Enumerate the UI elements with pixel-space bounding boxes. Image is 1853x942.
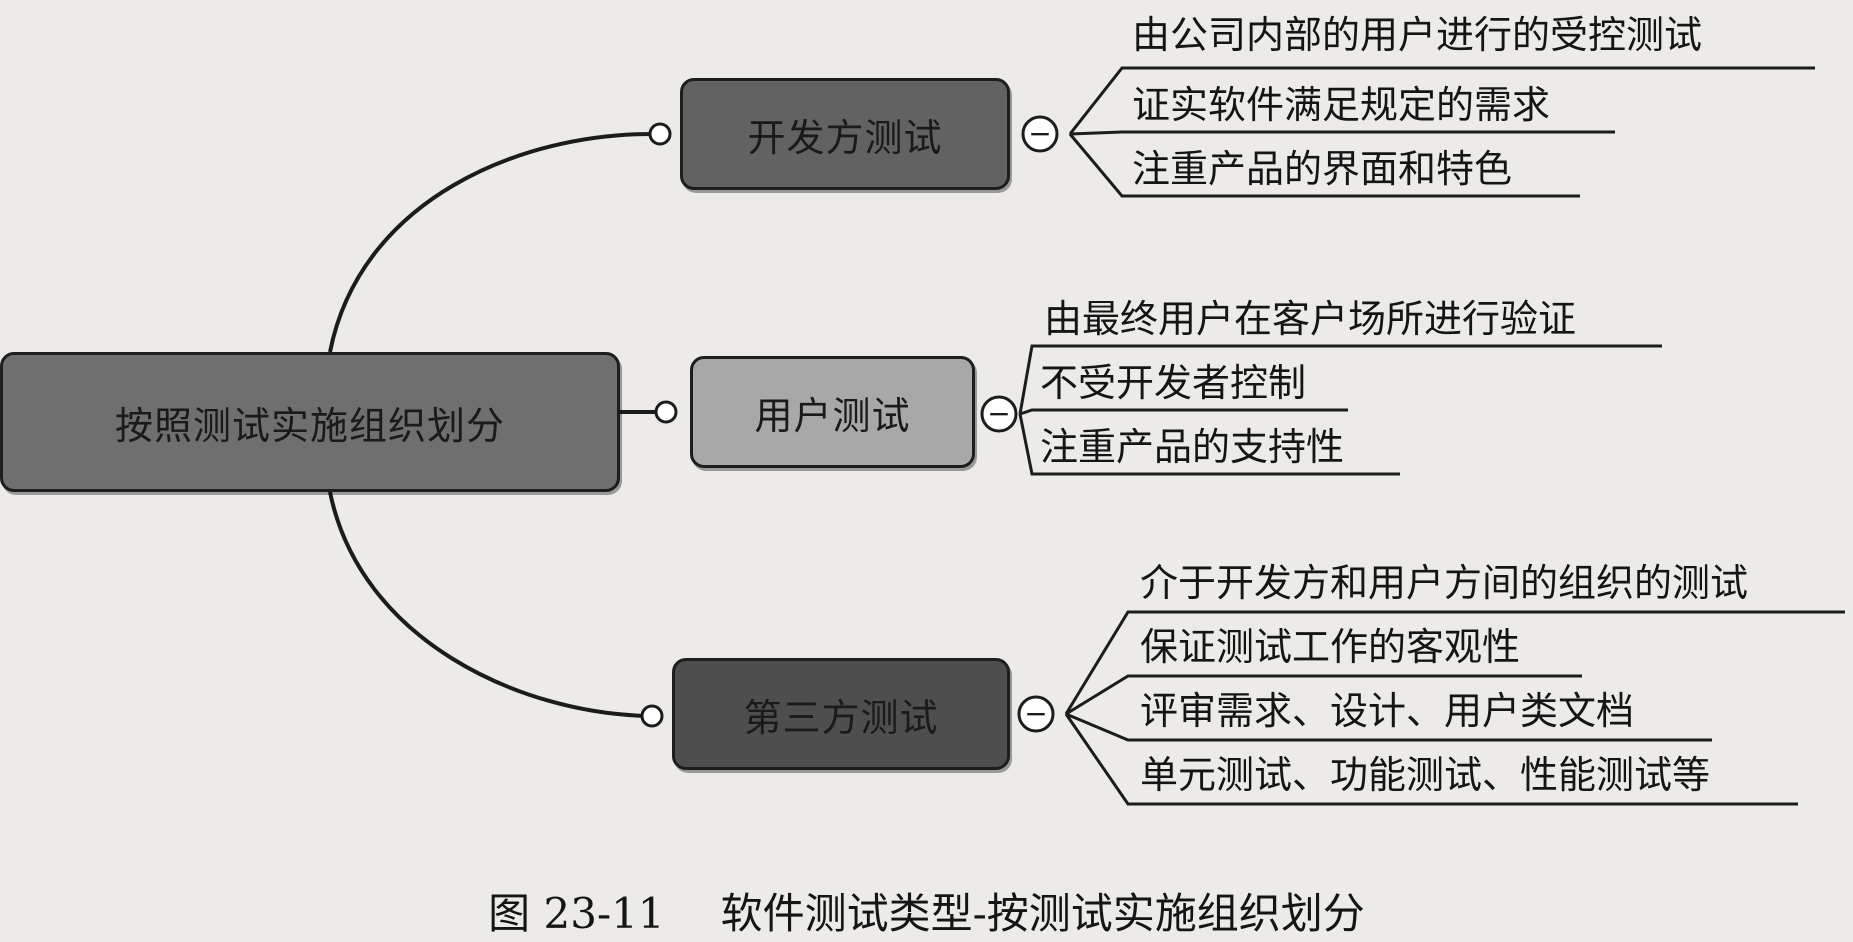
root-label: 按照测试实施组织划分 xyxy=(114,403,505,448)
figure-title: 软件测试类型-按测试实施组织划分 xyxy=(720,889,1365,938)
leaf-text: 注重产品的支持性 xyxy=(1040,425,1345,469)
leaf-connector-user-2 xyxy=(1018,413,1400,476)
branch-node-developer-testing[interactable]: 开发方测试 xyxy=(680,78,1010,190)
branch-node-user-testing[interactable]: 用户测试 xyxy=(690,356,975,468)
leaf-connector-third-0 xyxy=(1064,610,1845,715)
leaf-connector-dev-0 xyxy=(1068,66,1815,135)
leaf-connector-user-1 xyxy=(1019,408,1348,416)
leaf-text: 介于开发方和用户方间的组织的测试 xyxy=(1140,561,1749,605)
branch-node-third-party-testing[interactable]: 第三方测试 xyxy=(672,658,1010,770)
leaf-text: 由公司内部的用户进行的受控测试 xyxy=(1132,13,1703,57)
collapse-symbol-dev: − xyxy=(1028,117,1051,150)
branch-label: 第三方测试 xyxy=(743,695,939,740)
collapse-toggle-third xyxy=(1017,695,1055,733)
collapse-toggle-dev xyxy=(1021,115,1059,153)
connector-root-dev xyxy=(328,131,659,353)
leaf-text: 单元测试、功能测试、性能测试等 xyxy=(1140,753,1711,797)
connector-root-third xyxy=(328,491,651,718)
branch-label: 用户测试 xyxy=(754,393,911,438)
collapse-symbol-third: − xyxy=(1024,697,1047,730)
leaf-connector-dev-2 xyxy=(1068,133,1580,198)
leaf-text: 评审需求、设计、用户类文档 xyxy=(1140,689,1635,733)
root-node[interactable]: 按照测试实施组织划分 xyxy=(0,352,620,492)
collapse-symbol-user: − xyxy=(987,397,1010,430)
leaf-text: 保证测试工作的客观性 xyxy=(1140,625,1521,669)
leaf-connector-dev-1 xyxy=(1069,130,1615,136)
leaf-text: 不受开发者控制 xyxy=(1040,361,1307,405)
anchor-user xyxy=(654,400,678,424)
collapse-toggle-user xyxy=(980,395,1018,433)
leaf-connector-third-3 xyxy=(1064,713,1798,806)
leaf-connector-third-2 xyxy=(1065,712,1712,742)
figure-caption: 图 23-11 软件测试类型-按测试实施组织划分 xyxy=(0,880,1853,941)
leaf-text: 由最终用户在客户场所进行验证 xyxy=(1044,297,1577,341)
figure-number: 图 23-11 xyxy=(488,889,665,938)
branch-label: 开发方测试 xyxy=(747,115,943,160)
anchor-dev xyxy=(648,122,672,146)
anchor-third xyxy=(640,704,664,728)
leaf-text: 证实软件满足规定的需求 xyxy=(1132,83,1551,127)
leaf-connector-user-0 xyxy=(1018,344,1662,415)
leaf-text: 注重产品的界面和特色 xyxy=(1132,147,1513,191)
leaf-connector-third-1 xyxy=(1065,674,1582,716)
